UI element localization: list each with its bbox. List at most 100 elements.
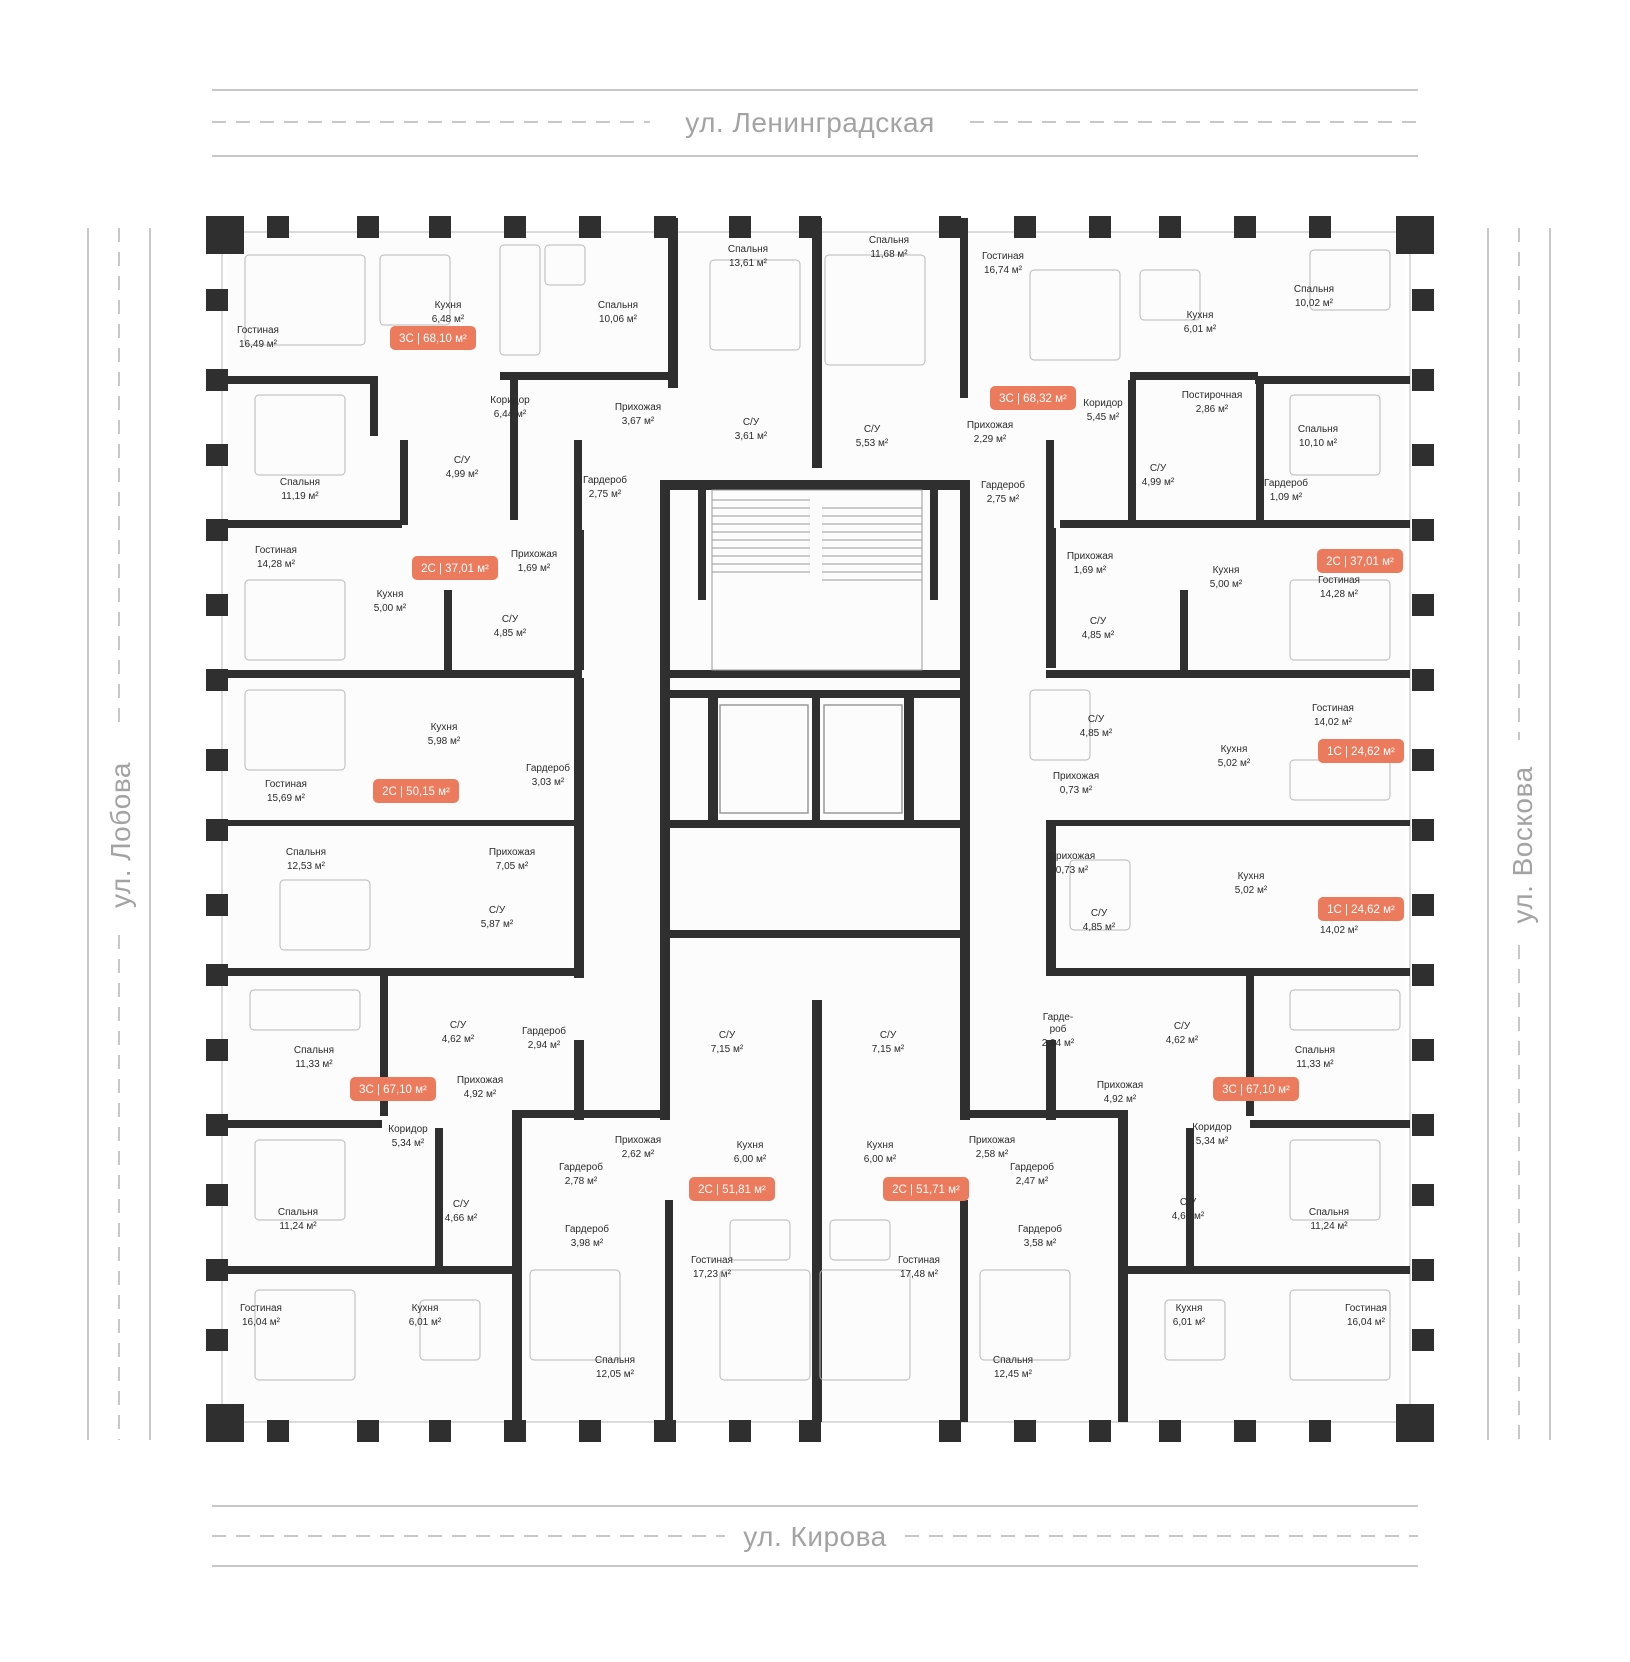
room-name: С/У xyxy=(719,1030,736,1041)
apartment-badge-a9[interactable]: 3С | 67,10 м² xyxy=(1213,1077,1299,1101)
room-area: 2,78 м² xyxy=(565,1176,598,1187)
room-label: С/У 4,66 м² xyxy=(445,1199,478,1224)
room-name: Гостиная xyxy=(1312,703,1354,714)
badge-label: 2С | 51,71 м² xyxy=(892,1184,960,1196)
furniture-item xyxy=(279,879,371,951)
room-name: Гостиная xyxy=(240,1303,282,1314)
furniture-item xyxy=(254,1139,346,1221)
room-area: 12,05 м² xyxy=(596,1369,635,1380)
pilaster xyxy=(1412,964,1434,986)
room-name: Гостиная xyxy=(255,545,297,556)
apartment-badge-a2[interactable]: 3С | 68,32 м² xyxy=(990,386,1076,410)
room-name: Прихожая xyxy=(969,1135,1015,1146)
room-name: Прихожая xyxy=(1053,771,1099,782)
perimeter-pilasters xyxy=(206,216,1434,1442)
room-area: 4,92 м² xyxy=(1104,1094,1137,1105)
street-east: ул. Воскова xyxy=(1487,228,1551,1440)
furniture-item xyxy=(1029,269,1121,361)
room-label: Прихожая 4,92 м² xyxy=(1097,1080,1143,1105)
room-area: 7,15 м² xyxy=(711,1044,744,1055)
furniture-item xyxy=(719,1269,811,1381)
room-name: Прихожая xyxy=(1097,1080,1143,1091)
room-name: С/У xyxy=(1180,1197,1197,1208)
pilaster xyxy=(206,1184,228,1206)
corner-columns xyxy=(206,216,1434,1442)
pilaster xyxy=(429,216,451,238)
apartment-badge-a7[interactable]: 1С | 24,62 м² xyxy=(1318,897,1404,921)
room-name: Кухня xyxy=(1238,871,1265,882)
street-south: ул. Кирова xyxy=(212,1505,1418,1567)
pilaster xyxy=(206,289,228,311)
furniture-item xyxy=(1029,689,1091,761)
room-area: 11,33 м² xyxy=(1296,1059,1334,1070)
apartment-badge-a8[interactable]: 3С | 67,10 м² xyxy=(350,1077,436,1101)
room-label: Прихожая 1,69 м² xyxy=(1067,551,1113,576)
pilaster xyxy=(1412,444,1434,466)
room-area: 2,62 м² xyxy=(622,1149,655,1160)
furniture-item xyxy=(419,1299,481,1361)
pilaster xyxy=(206,1329,228,1351)
room-name: Коридор xyxy=(1083,398,1123,409)
room-area: 1,69 м² xyxy=(1074,565,1107,576)
room-name: Гардероб xyxy=(522,1025,566,1037)
room-name: С/У xyxy=(489,905,506,916)
room-name: С/У xyxy=(502,614,519,625)
room-name: Гардероб xyxy=(583,474,627,486)
apartment-badge-a10[interactable]: 2С | 51,81 м² xyxy=(689,1177,775,1201)
room-area: 2,86 м² xyxy=(1196,404,1229,415)
room-area: 16,04 м² xyxy=(1347,1317,1386,1328)
apartment-badge-a5[interactable]: 2С | 50,15 м² xyxy=(373,779,459,803)
apartment-badge-a4[interactable]: 2С | 37,01 м² xyxy=(1317,549,1403,573)
room-name: С/У xyxy=(453,1199,470,1210)
badge-label: 2С | 37,01 м² xyxy=(421,563,489,575)
room-area: 4,66 м² xyxy=(445,1213,478,1224)
pilaster xyxy=(1412,1329,1434,1351)
street-label-east: ул. Воскова xyxy=(1507,766,1538,923)
pilaster xyxy=(1159,1420,1181,1442)
room-name: С/У xyxy=(743,417,760,428)
room-name: Прихожая xyxy=(457,1075,503,1086)
furniture-item xyxy=(1164,1299,1226,1361)
room-area: 7,05 м² xyxy=(496,861,529,872)
furniture-item xyxy=(499,244,541,356)
pilaster xyxy=(504,216,526,238)
room-area: 11,68 м² xyxy=(870,249,908,260)
room-name: Кухня xyxy=(435,300,462,311)
badge-background xyxy=(412,556,498,580)
furniture-item xyxy=(1289,394,1381,476)
apartment-badge-a6[interactable]: 1С | 24,62 м² xyxy=(1318,739,1404,763)
room-area: 13,61 м² xyxy=(729,258,768,269)
room-area: 10,02 м² xyxy=(1295,298,1334,309)
pilaster xyxy=(206,594,228,616)
room-area: 2,58 м² xyxy=(976,1149,1009,1160)
room-area: 4,85 м² xyxy=(1083,922,1116,933)
apartment-badge-a3[interactable]: 2С | 37,01 м² xyxy=(412,556,498,580)
room-name: Прихожая xyxy=(1049,851,1095,862)
room-area: 17,48 м² xyxy=(900,1269,939,1280)
apartment-badge-a11[interactable]: 2С | 51,71 м² xyxy=(883,1177,969,1201)
room-area: 0,73 м² xyxy=(1056,865,1089,876)
room-area: 3,67 м² xyxy=(622,416,655,427)
furniture-item xyxy=(254,394,346,476)
room-name: Прихожая xyxy=(1067,551,1113,562)
room-area: 17,23 м² xyxy=(693,1269,732,1280)
badge-background xyxy=(883,1177,969,1201)
apartment-badge-a1[interactable]: 3С | 68,10 м² xyxy=(390,326,476,350)
room-area: 5,34 м² xyxy=(1196,1136,1229,1147)
room-area: 5,45 м² xyxy=(1087,412,1120,423)
pilaster xyxy=(357,1420,379,1442)
room-area: 4,92 м² xyxy=(464,1089,497,1100)
